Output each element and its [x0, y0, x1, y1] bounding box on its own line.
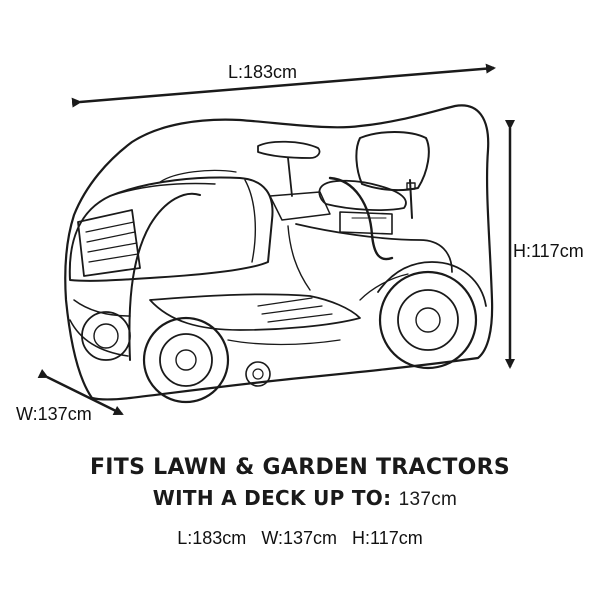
width-arrow	[37, 368, 124, 416]
headline-deck-size: WITH A DECK UP TO: 137cm	[5, 486, 600, 511]
length-dimension-label: L:183cm	[228, 62, 298, 82]
spec-dimensions: L:183cm W:137cm H:117cm	[0, 528, 600, 549]
headline-deck-prefix: WITH A DECK UP TO:	[152, 486, 392, 510]
height-dimension-label: H:117cm	[513, 241, 584, 261]
spec-height: H:117cm	[352, 528, 423, 548]
spec-width: W:137cm	[261, 528, 338, 548]
cover-outline	[64, 104, 494, 401]
tractor-illustration	[68, 131, 478, 404]
length-arrow	[71, 63, 496, 108]
headline-deck-value: 137cm	[398, 489, 458, 510]
spec-length: L:183cm	[177, 528, 247, 548]
headline-fits-tractors: FITS LAWN & GARDEN TRACTORS	[89, 455, 511, 480]
width-dimension-label: W:137cm	[16, 404, 92, 424]
